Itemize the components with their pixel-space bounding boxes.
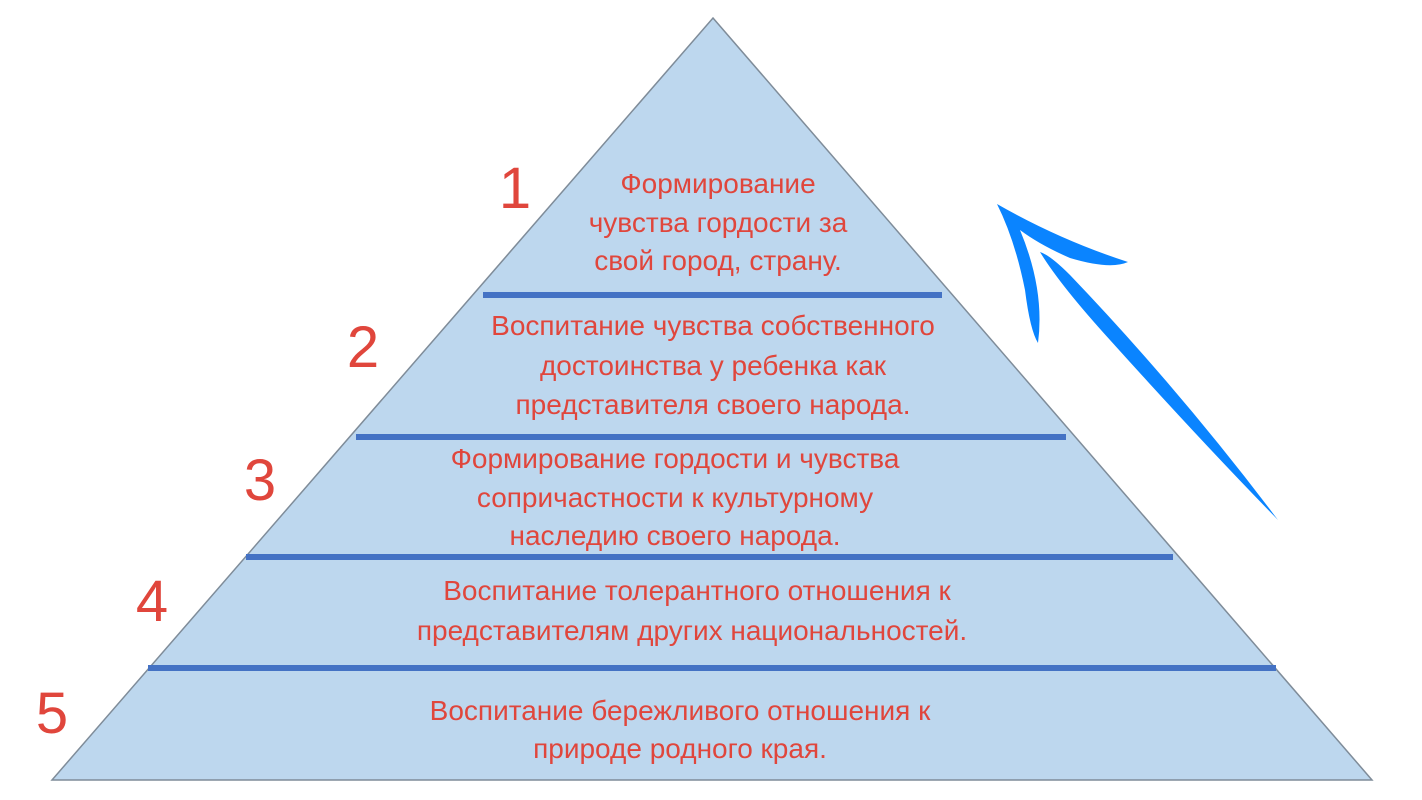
level-2-text-line: представителя своего народа.	[516, 389, 911, 420]
level-1-text-line: свой город, страну.	[594, 245, 842, 276]
level-1-text-line: чувства гордости за	[589, 207, 848, 238]
upward-arrow-icon	[997, 204, 1278, 520]
level-number-1: 1	[499, 156, 531, 221]
level-4-text-line: представителям других национальностей.	[417, 615, 967, 646]
level-1-text-line: Формирование	[620, 168, 815, 199]
pyramid	[50, 16, 1374, 781]
level-2-text-line: достоинства у ребенка как	[540, 350, 887, 381]
level-number-3: 3	[244, 448, 276, 513]
level-5-text-line: природе родного края.	[533, 733, 827, 764]
level-3-text-line: сопричастности к культурному	[477, 482, 873, 513]
level-number-4: 4	[136, 569, 168, 634]
dividers	[148, 292, 1276, 671]
level-2-text-line: Воспитание чувства собственного	[491, 310, 935, 341]
level-4-text-line: Воспитание толерантного отношения к	[443, 575, 951, 606]
level-number-5: 5	[36, 681, 68, 746]
level-3-text-line: наследию своего народа.	[510, 520, 841, 551]
level-number-2: 2	[347, 315, 379, 380]
level-5-text-line: Воспитание бережливого отношения к	[430, 695, 931, 726]
level-3-text-line: Формирование гордости и чувства	[451, 443, 900, 474]
